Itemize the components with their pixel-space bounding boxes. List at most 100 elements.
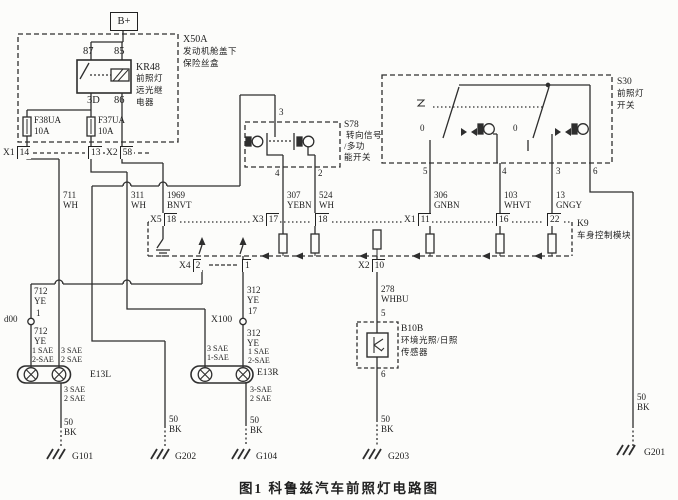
s78-desc-3: 能开关 bbox=[344, 152, 372, 162]
s30-position-0-right: 0 bbox=[513, 123, 518, 133]
s78-desc-2: /多功 bbox=[344, 141, 365, 151]
b10b-pin-6: 6 bbox=[381, 369, 386, 379]
fuse-f38ua-rating: 10A bbox=[34, 126, 50, 136]
fuse-wires bbox=[22, 93, 123, 153]
relay-desc-2: 远光继 bbox=[136, 85, 164, 95]
lamp-e13l-label: E13L bbox=[90, 370, 112, 380]
s30-position-0-left: 0 bbox=[420, 123, 425, 133]
s30-pin-5: 5 bbox=[423, 166, 428, 176]
connector-x1-pin-22: 22 bbox=[544, 213, 562, 226]
ground-g201-label: G201 bbox=[644, 448, 666, 458]
splice-d00-symbol bbox=[27, 317, 35, 326]
b10b-id: B10B bbox=[401, 324, 424, 334]
wire-712-ye bbox=[27, 270, 203, 367]
ground-g101-label: G101 bbox=[72, 452, 94, 462]
connector-x100-symbol bbox=[239, 317, 247, 326]
s30-pin-3: 3 bbox=[556, 166, 561, 176]
relay-desc-3: 电器 bbox=[136, 97, 155, 107]
module-k9-outline bbox=[147, 221, 573, 257]
s78-desc-1: 转向信号 bbox=[346, 130, 383, 140]
b10b-pin-5: 5 bbox=[381, 308, 386, 318]
ground-g104-label: G104 bbox=[256, 452, 278, 462]
wire-1969-bnvt bbox=[121, 153, 164, 222]
s78-pin-2: 2 bbox=[318, 168, 323, 178]
relay-desc-1: 前照灯 bbox=[136, 73, 164, 83]
connector-x5-pin-18: 18 bbox=[163, 213, 178, 226]
connector-x1-pin-13: 13 bbox=[85, 146, 103, 159]
fuse-f37ua-label: F37UA bbox=[98, 115, 126, 125]
connector-x4-pin-2: 2 bbox=[192, 259, 202, 272]
fuse-f38ua-label: F38UA bbox=[34, 115, 62, 125]
ground-g202-label: G202 bbox=[175, 452, 197, 462]
wire-s78-ground bbox=[91, 94, 276, 447]
ground-g104-icon bbox=[231, 448, 251, 460]
b10b-desc-1: 环境光照/日照 bbox=[401, 335, 458, 345]
s78-pin-3: 3 bbox=[279, 107, 284, 117]
connector-x3-pin-18: 18 bbox=[312, 213, 330, 226]
ground-g203-icon bbox=[362, 448, 382, 460]
relay-pin-85: 85 bbox=[114, 46, 125, 57]
fusebox-desc-2: 保险丝盒 bbox=[183, 58, 220, 68]
lamp-e13r-symbol bbox=[190, 365, 254, 446]
ground-g203-label: G203 bbox=[388, 452, 410, 462]
connector-x1-pin-14: 14 bbox=[16, 146, 31, 159]
ground-symbols bbox=[46, 444, 636, 460]
fusebox-desc-1: 发动机舱盖下 bbox=[183, 46, 238, 56]
figure-title: 图1 科鲁兹汽车前照灯电路图 bbox=[238, 481, 440, 496]
s30-pin-6: 6 bbox=[593, 166, 598, 176]
s30-id: S30 bbox=[617, 77, 632, 87]
relay-pin-86: 86 bbox=[114, 95, 125, 106]
s30-desc-1: 前照灯 bbox=[617, 88, 645, 98]
s30-pin-4: 4 bbox=[502, 166, 507, 176]
wire-s30-pin6 bbox=[589, 163, 634, 426]
b10b-desc-2: 传感器 bbox=[401, 347, 429, 357]
relay-kr48-symbol bbox=[76, 59, 132, 94]
connector-x2-pin-10: 10 bbox=[371, 259, 386, 272]
lamp-e13l-symbol bbox=[16, 365, 72, 446]
s30-desc-2: 开关 bbox=[617, 100, 636, 110]
s78-id: S78 bbox=[344, 120, 359, 130]
connector-x4-pin-1: 1 bbox=[239, 259, 252, 272]
switch-s30-symbol bbox=[381, 74, 613, 164]
splice-d00-pin: 1 bbox=[36, 308, 41, 318]
k9-desc: 车身控制模块 bbox=[577, 230, 632, 240]
connector-x3-pin-17: 17 bbox=[265, 213, 280, 226]
s78-pin-4: 4 bbox=[275, 168, 280, 178]
battery-terminal: B+ bbox=[110, 12, 138, 31]
connector-x100-pin: 17 bbox=[248, 306, 257, 316]
relay-id: KR48 bbox=[136, 62, 160, 73]
ground-g202-icon bbox=[150, 448, 170, 460]
wire-312-ye bbox=[239, 256, 247, 367]
k9-id: K9 bbox=[577, 219, 589, 229]
switch-s78-symbol bbox=[244, 121, 341, 234]
relay-pin-87: 87 bbox=[83, 46, 94, 57]
